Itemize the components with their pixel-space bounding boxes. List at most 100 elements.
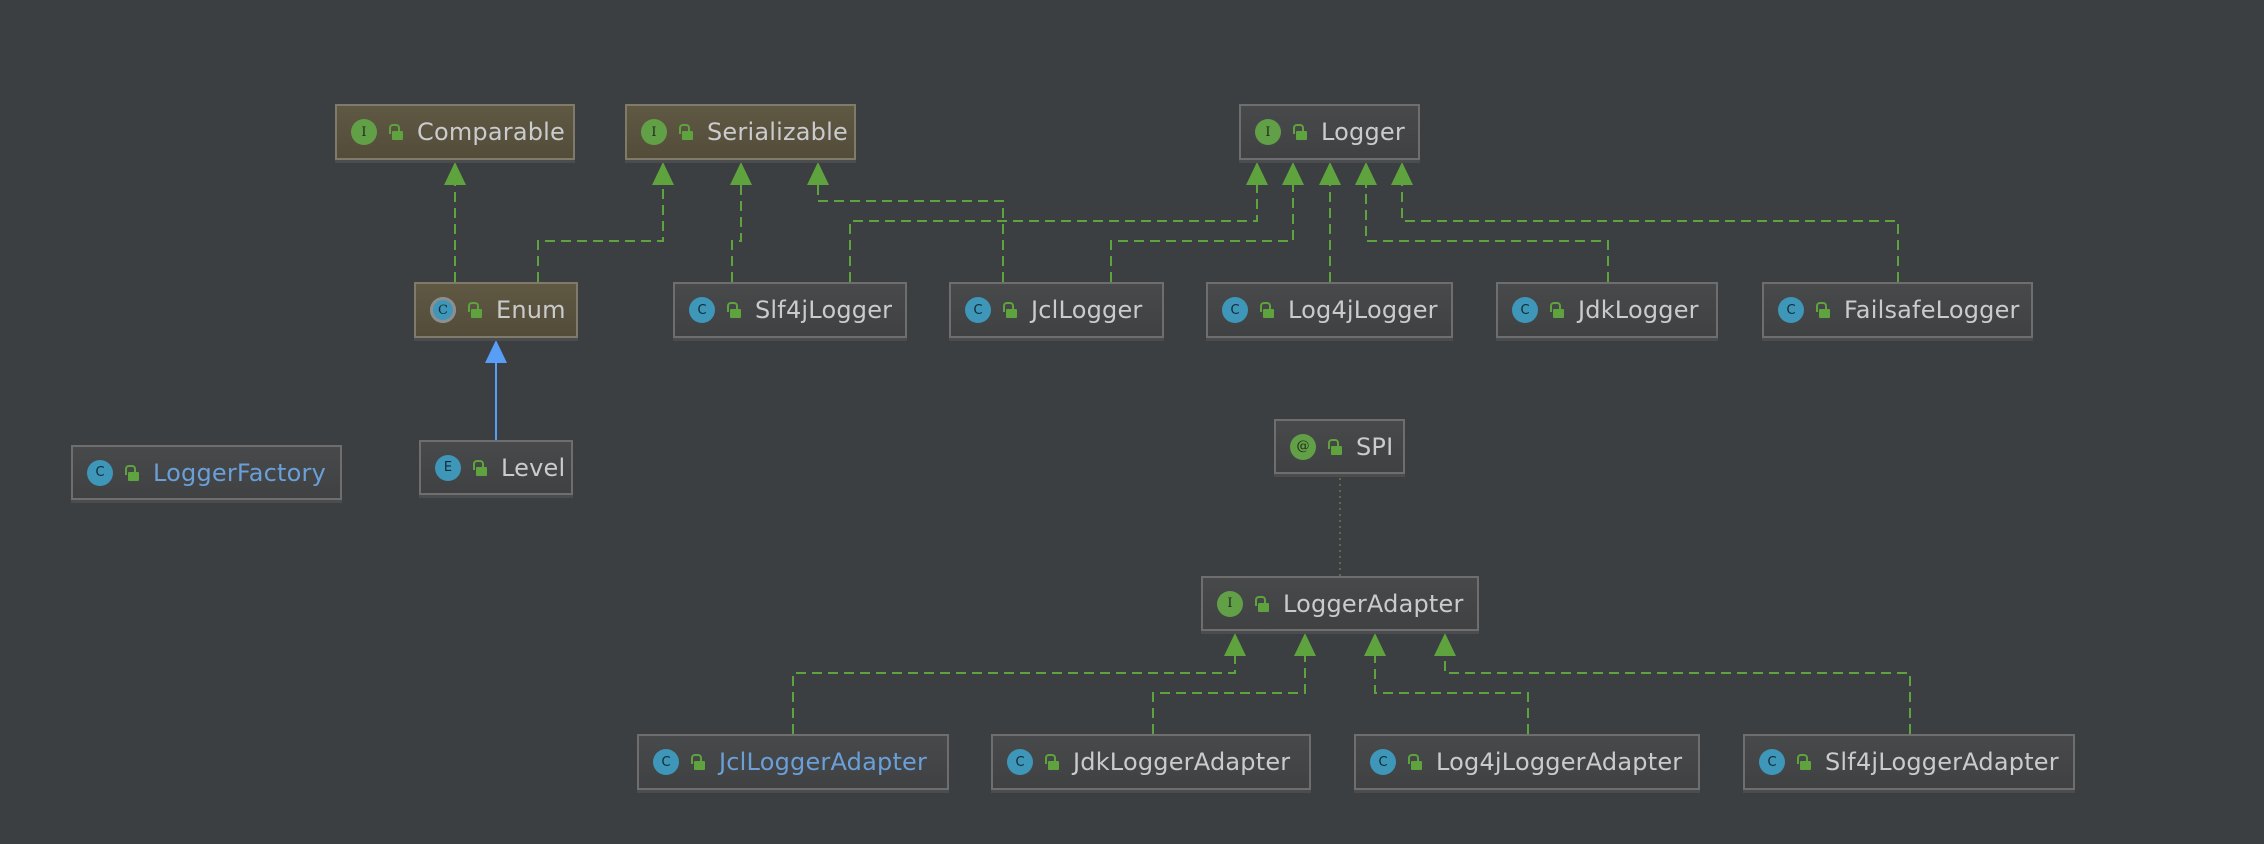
class-kind-icon: C <box>1370 749 1396 775</box>
edge-line <box>537 185 664 282</box>
arrowhead-icon <box>1364 633 1386 656</box>
public-visibility-icon <box>1795 752 1813 772</box>
edge-Slf4jLogger-to-Logger <box>849 162 1268 282</box>
node-label: Level <box>501 453 566 482</box>
node-label: FailsafeLogger <box>1844 296 2020 324</box>
edge-JdkLoggerAdapter-to-LoggerAdapter <box>1152 633 1316 734</box>
node-label: JdkLoggerAdapter <box>1073 748 1291 776</box>
interface-kind-icon: I <box>1255 119 1281 145</box>
node-label: Logger <box>1321 118 1405 146</box>
class-kind-icon: C <box>1759 749 1785 775</box>
node-serializable[interactable]: I Serializable <box>625 104 856 160</box>
edge-line <box>1444 656 1911 734</box>
node-label: Slf4jLoggerAdapter <box>1825 748 2059 776</box>
class-kind-icon: C <box>1007 749 1033 775</box>
node-log4jloggeradapter[interactable]: C Log4jLoggerAdapter <box>1354 734 1700 790</box>
node-enum[interactable]: C Enum <box>414 282 578 338</box>
arrowhead-icon <box>1246 162 1268 185</box>
edge-Log4jLogger-to-Logger <box>1319 162 1341 282</box>
class-kind-icon: C <box>965 297 991 323</box>
edge-JclLogger-to-Logger <box>1110 162 1304 282</box>
arrowhead-icon <box>444 162 466 185</box>
node-label: LoggerAdapter <box>1283 589 1464 618</box>
node-label: Log4jLoggerAdapter <box>1436 748 1683 776</box>
edge-JclLoggerAdapter-to-LoggerAdapter <box>792 633 1246 734</box>
edge-line <box>1401 185 1899 282</box>
class-kind-icon: C <box>1222 297 1248 323</box>
public-visibility-icon <box>471 458 489 478</box>
node-label: JdkLogger <box>1578 296 1699 324</box>
edge-line <box>792 656 1236 734</box>
edge-Slf4jLogger-to-Serializable <box>730 162 752 282</box>
edge-line <box>731 185 742 282</box>
edge-line <box>1374 656 1529 734</box>
edge-Log4jLoggerAdapter-to-LoggerAdapter <box>1364 633 1529 734</box>
public-visibility-icon <box>1291 122 1309 142</box>
public-visibility-icon <box>1406 752 1424 772</box>
node-logger[interactable]: I Logger <box>1239 104 1420 160</box>
public-visibility-icon <box>1326 437 1344 457</box>
edge-Enum-to-Serializable <box>537 162 674 282</box>
public-visibility-icon <box>689 752 707 772</box>
node-label: Enum <box>496 296 566 324</box>
enum-kind-icon: E <box>435 454 461 481</box>
node-jdklogger[interactable]: C JdkLogger <box>1496 282 1718 338</box>
edge-JdkLogger-to-Logger <box>1355 162 1609 282</box>
node-label: JclLogger <box>1031 296 1143 324</box>
node-label: JclLoggerAdapter <box>719 748 928 776</box>
edge-Level-to-Enum <box>485 340 507 440</box>
class-kind-icon: C <box>689 297 715 323</box>
arrowhead-icon <box>485 340 507 363</box>
public-visibility-icon <box>1814 300 1832 320</box>
class-kind-icon: C <box>1512 297 1538 323</box>
node-label: SPI <box>1356 432 1394 461</box>
node-label: Slf4jLogger <box>755 296 893 324</box>
arrowhead-icon <box>807 162 829 185</box>
edge-line <box>1110 185 1294 282</box>
arrowhead-icon <box>1391 162 1413 185</box>
interface-kind-icon: I <box>641 119 667 145</box>
edge-FailsafeLogger-to-Logger <box>1391 162 1899 282</box>
node-failsafelogger[interactable]: C FailsafeLogger <box>1762 282 2033 338</box>
arrowhead-icon <box>1282 162 1304 185</box>
public-visibility-icon <box>1258 300 1276 320</box>
node-slf4jlogger[interactable]: C Slf4jLogger <box>673 282 907 338</box>
public-visibility-icon <box>1001 300 1019 320</box>
node-jclloggeradapter[interactable]: C JclLoggerAdapter <box>637 734 949 790</box>
arrowhead-icon <box>1319 162 1341 185</box>
class-kind-icon: C <box>653 749 679 775</box>
edge-Slf4jLoggerAdapter-to-LoggerAdapter <box>1434 633 1911 734</box>
edge-line <box>1152 656 1306 734</box>
node-slf4jloggeradapter[interactable]: C Slf4jLoggerAdapter <box>1743 734 2075 790</box>
edge-line <box>817 185 1004 282</box>
public-visibility-icon <box>123 463 141 483</box>
class-kind-icon: C <box>1778 297 1804 323</box>
public-visibility-icon <box>725 300 743 320</box>
arrowhead-icon <box>730 162 752 185</box>
node-level[interactable]: E Level <box>419 440 573 495</box>
edge-JclLogger-to-Serializable <box>807 162 1004 282</box>
public-visibility-icon <box>1253 594 1271 614</box>
node-label: LoggerFactory <box>153 458 327 487</box>
arrowhead-icon <box>1224 633 1246 656</box>
public-visibility-icon <box>677 122 695 142</box>
abstract-kind-icon: C <box>430 297 456 323</box>
node-comparable[interactable]: I Comparable <box>335 104 575 160</box>
annotation-kind-icon: @ <box>1290 433 1316 460</box>
node-jdkloggeradapter[interactable]: C JdkLoggerAdapter <box>991 734 1311 790</box>
arrowhead-icon <box>1355 162 1377 185</box>
node-label: Comparable <box>417 118 566 146</box>
node-spi[interactable]: @ SPI <box>1274 419 1405 474</box>
node-jcllogger[interactable]: C JclLogger <box>949 282 1164 338</box>
public-visibility-icon <box>387 122 405 142</box>
node-log4jlogger[interactable]: C Log4jLogger <box>1206 282 1453 338</box>
public-visibility-icon <box>1043 752 1061 772</box>
node-label: Serializable <box>707 118 848 146</box>
edge-Enum-to-Comparable <box>444 162 466 282</box>
node-label: Log4jLogger <box>1288 296 1438 324</box>
interface-kind-icon: I <box>351 119 377 145</box>
public-visibility-icon <box>1548 300 1566 320</box>
